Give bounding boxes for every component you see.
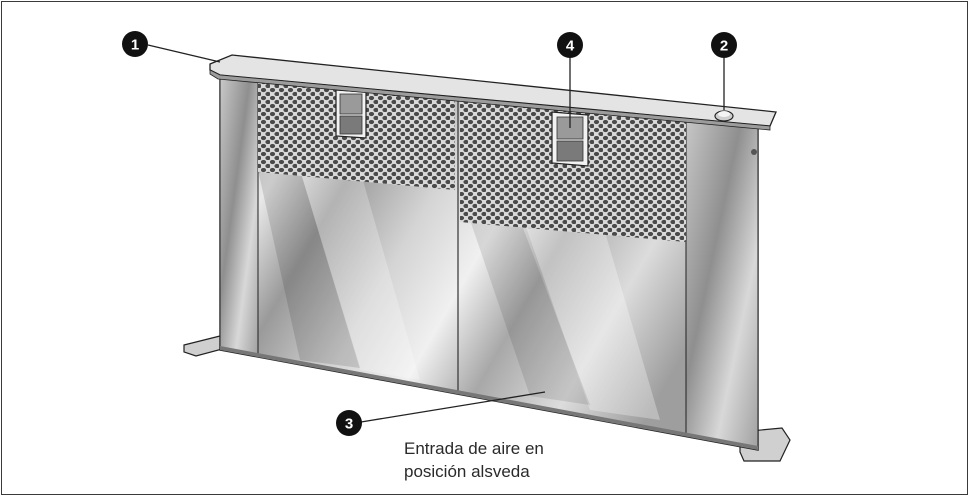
callout-3-label: 3	[345, 416, 353, 433]
top-lid	[209, 54, 777, 131]
callout-3: 3	[336, 410, 362, 436]
callout-2-label: 2	[720, 38, 728, 55]
grille-right	[460, 100, 686, 242]
leader-lines	[147, 44, 725, 423]
callout-2: 2	[711, 32, 737, 58]
caption-line-2: posición alsveda	[404, 462, 530, 481]
callout-4-label: 4	[566, 38, 575, 55]
air-intake-caption: Entrada de aire en posición alsveda	[404, 437, 544, 483]
control-button	[714, 110, 734, 122]
callout-1-label: 1	[131, 37, 139, 54]
leader-line-1	[147, 44, 221, 63]
left-foot	[183, 335, 227, 357]
leader-line-3	[360, 391, 546, 423]
filter-clip-left	[335, 89, 367, 139]
filter-clip-right	[551, 111, 589, 167]
caption-line-1: Entrada de aire en	[404, 439, 544, 458]
side-screw	[751, 149, 757, 155]
callout-4: 4	[557, 32, 583, 58]
callout-1: 1	[122, 31, 148, 57]
